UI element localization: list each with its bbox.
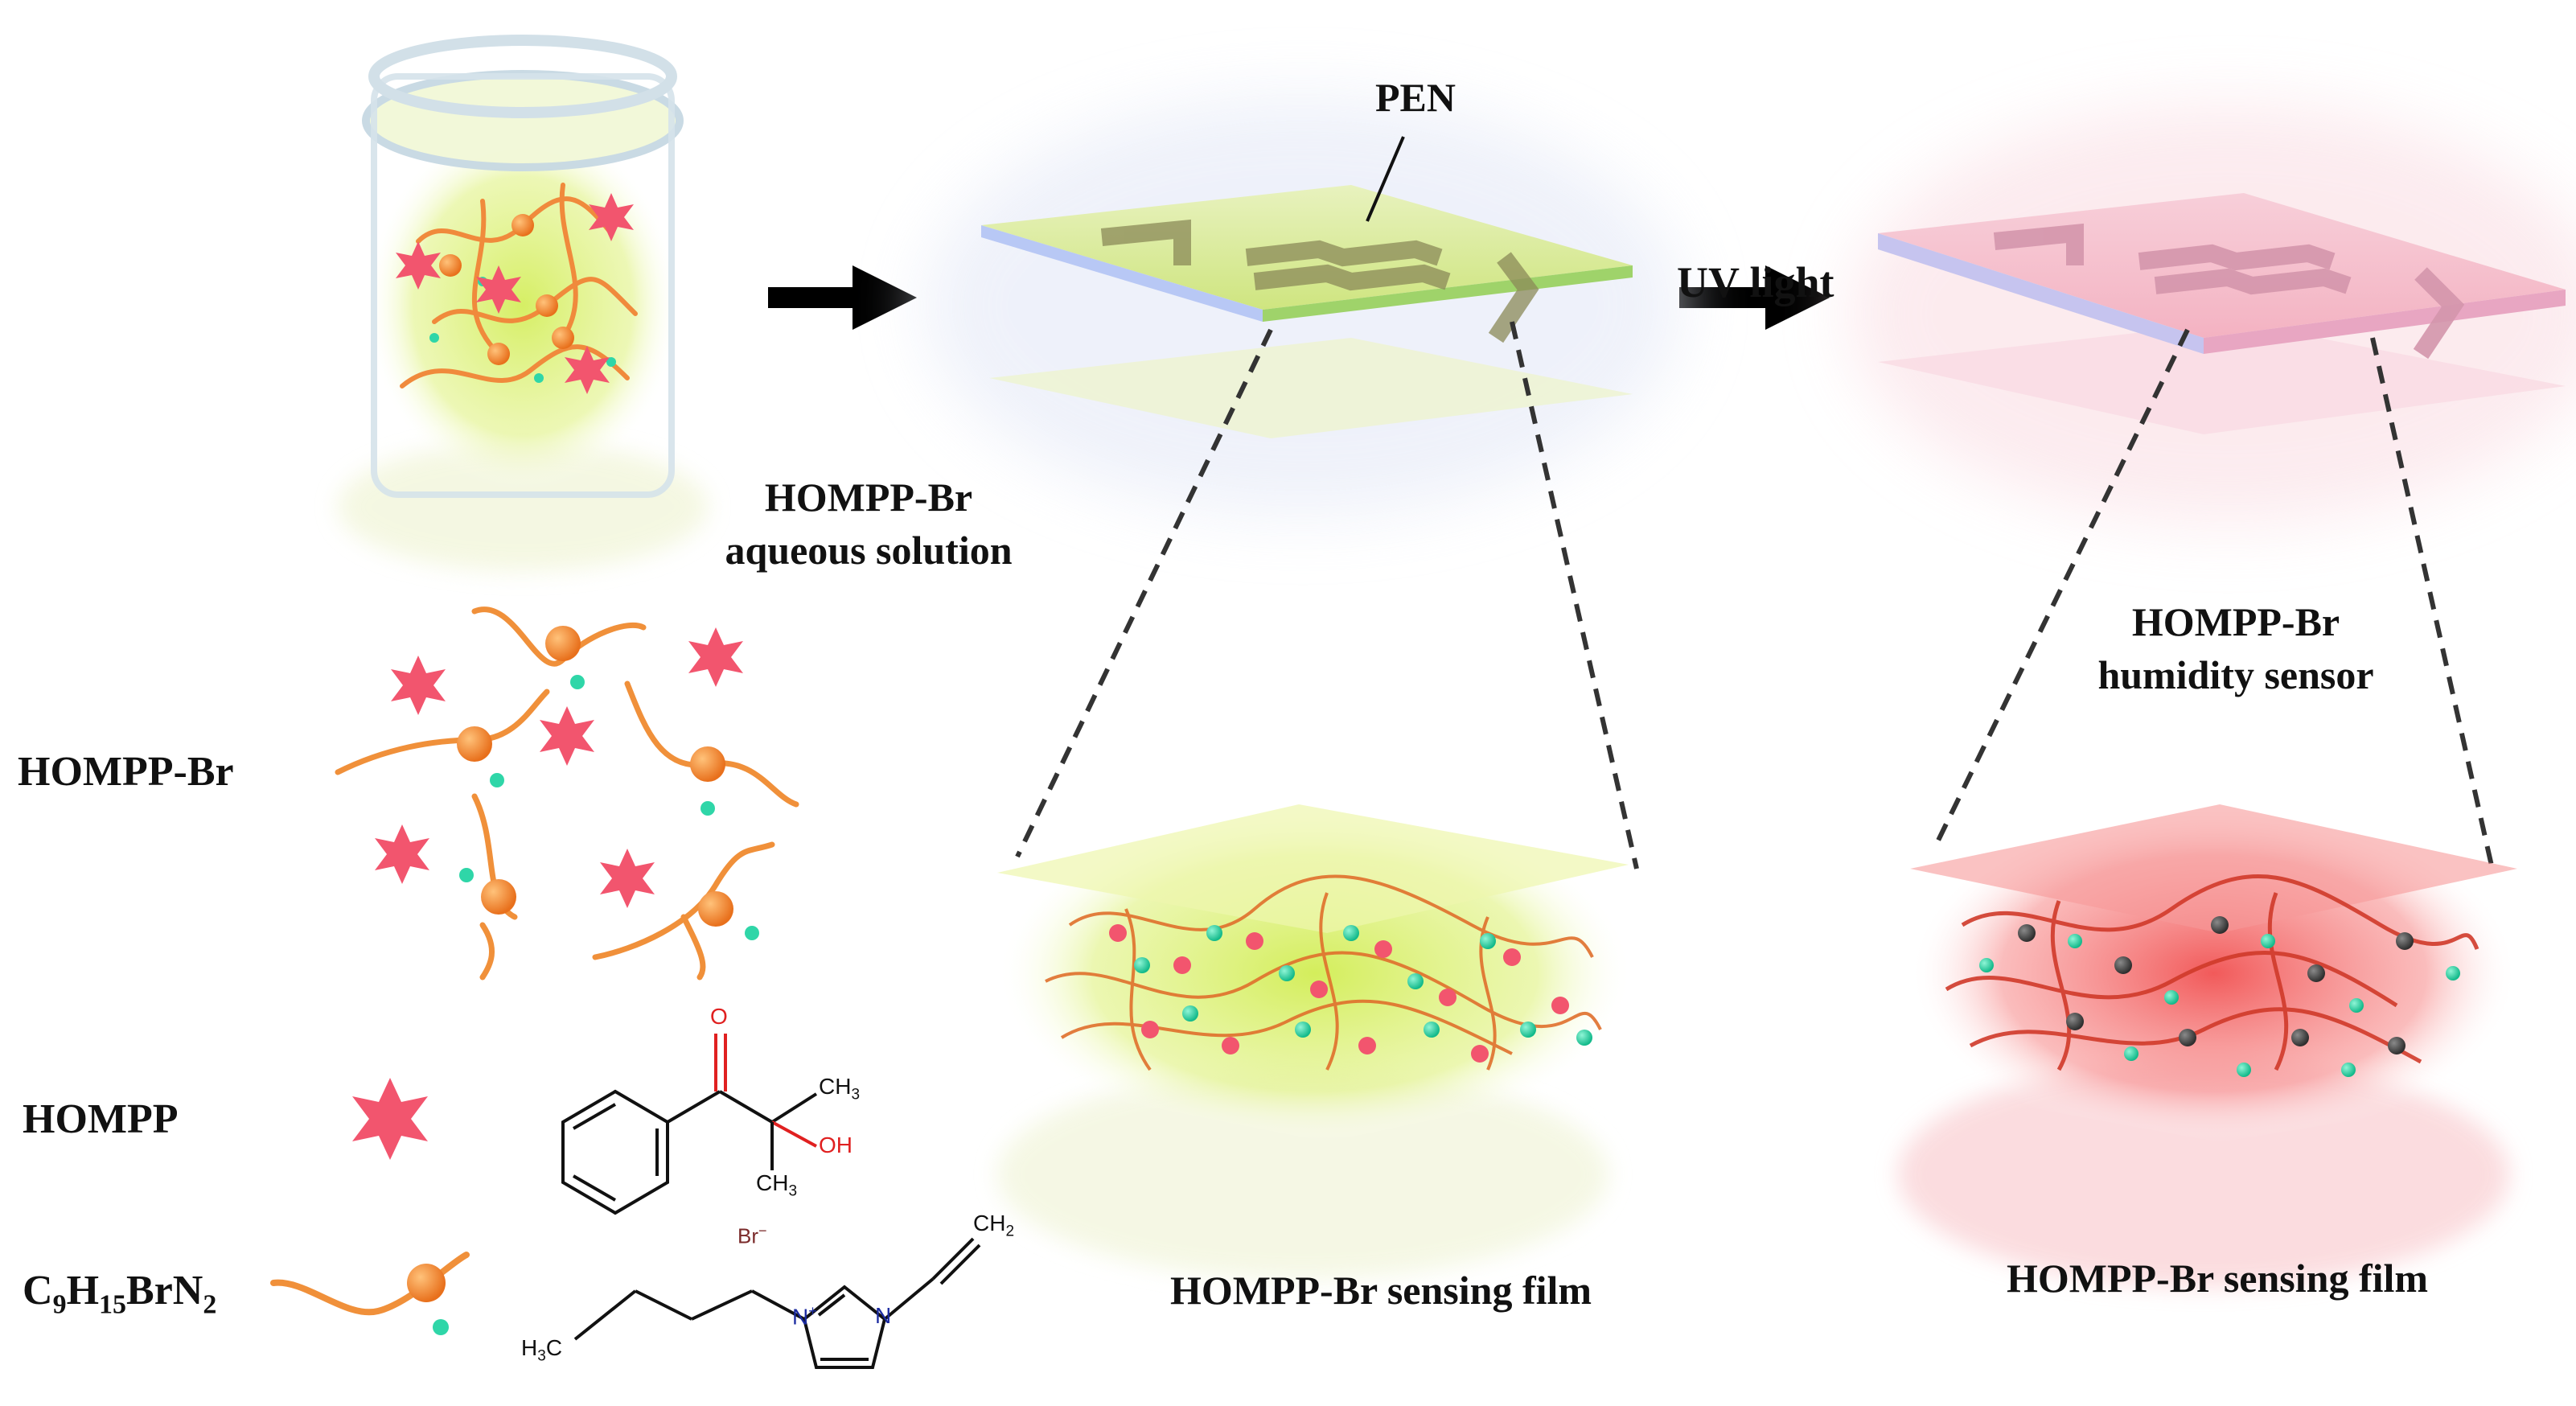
beaker-contents [400,183,638,388]
butyl-terminal-label: H3C [521,1335,563,1365]
film-dots-before [1134,925,1592,1046]
film-before-caption: HOMPP-Br sensing film [1170,1268,1592,1313]
hydroxyl-label: OH [819,1133,853,1157]
methyl-top-label: CH3 [819,1074,861,1104]
film-network-before [1045,874,1602,1071]
film-stars-before [1109,924,1569,1063]
zoom-lines-before [1015,321,1639,870]
methyl-bottom-label: CH3 [756,1170,798,1200]
nitrogen-label: N [875,1303,892,1328]
legend-monomer-formula: C9H15BrN2 [23,1268,217,1320]
sensor-caption-line1: HOMPP-Br [2131,599,2340,644]
nitrogen-cation-label: N+ [792,1303,817,1330]
oxygen-label: O [710,1004,728,1029]
arrow-uv [1679,265,1830,330]
arrow-to-device [768,265,917,330]
film-block-before [997,804,1633,1279]
solution-caption-line2: aqueous solution [725,528,1013,573]
film-dark-beads-after [2018,916,2414,1054]
film-after-caption: HOMPP-Br sensing film [2007,1256,2429,1301]
device-before [925,97,1681,515]
vinyl-label: CH2 [973,1211,1015,1240]
legend-polymer-unit [270,1252,470,1335]
pen-pointer-line [1366,136,1405,222]
solution-caption: HOMPP-Br aqueous solution [692,471,1046,577]
legend-hompp-br-label: HOMPP-Br [18,749,234,795]
bromide-label: Br− [737,1223,767,1248]
film-dots-after [1979,934,2460,1077]
electrode-pattern-before [1100,219,1539,343]
hompp-structure [561,1034,818,1215]
legend-hompp-br-cluster [335,606,799,980]
legend-hompp-label: HOMPP [23,1096,179,1142]
beaker [338,35,708,571]
film-network-after [1945,874,2479,1071]
uv-light-label: UV light [1677,258,1834,306]
device-after [1850,105,2576,523]
legend-hompp-star [352,1078,428,1160]
beaker-stars [396,193,634,394]
sensor-caption-line2: humidity sensor [2097,652,2374,697]
pen-label: PEN [1375,75,1456,120]
zoom-lines-after [1932,328,2496,874]
film-block-after [1898,804,2517,1287]
solution-caption-line1: HOMPP-Br [764,475,973,520]
sensor-caption: HOMPP-Br humidity sensor [2051,595,2421,701]
electrode-pattern-after [1993,223,2465,360]
